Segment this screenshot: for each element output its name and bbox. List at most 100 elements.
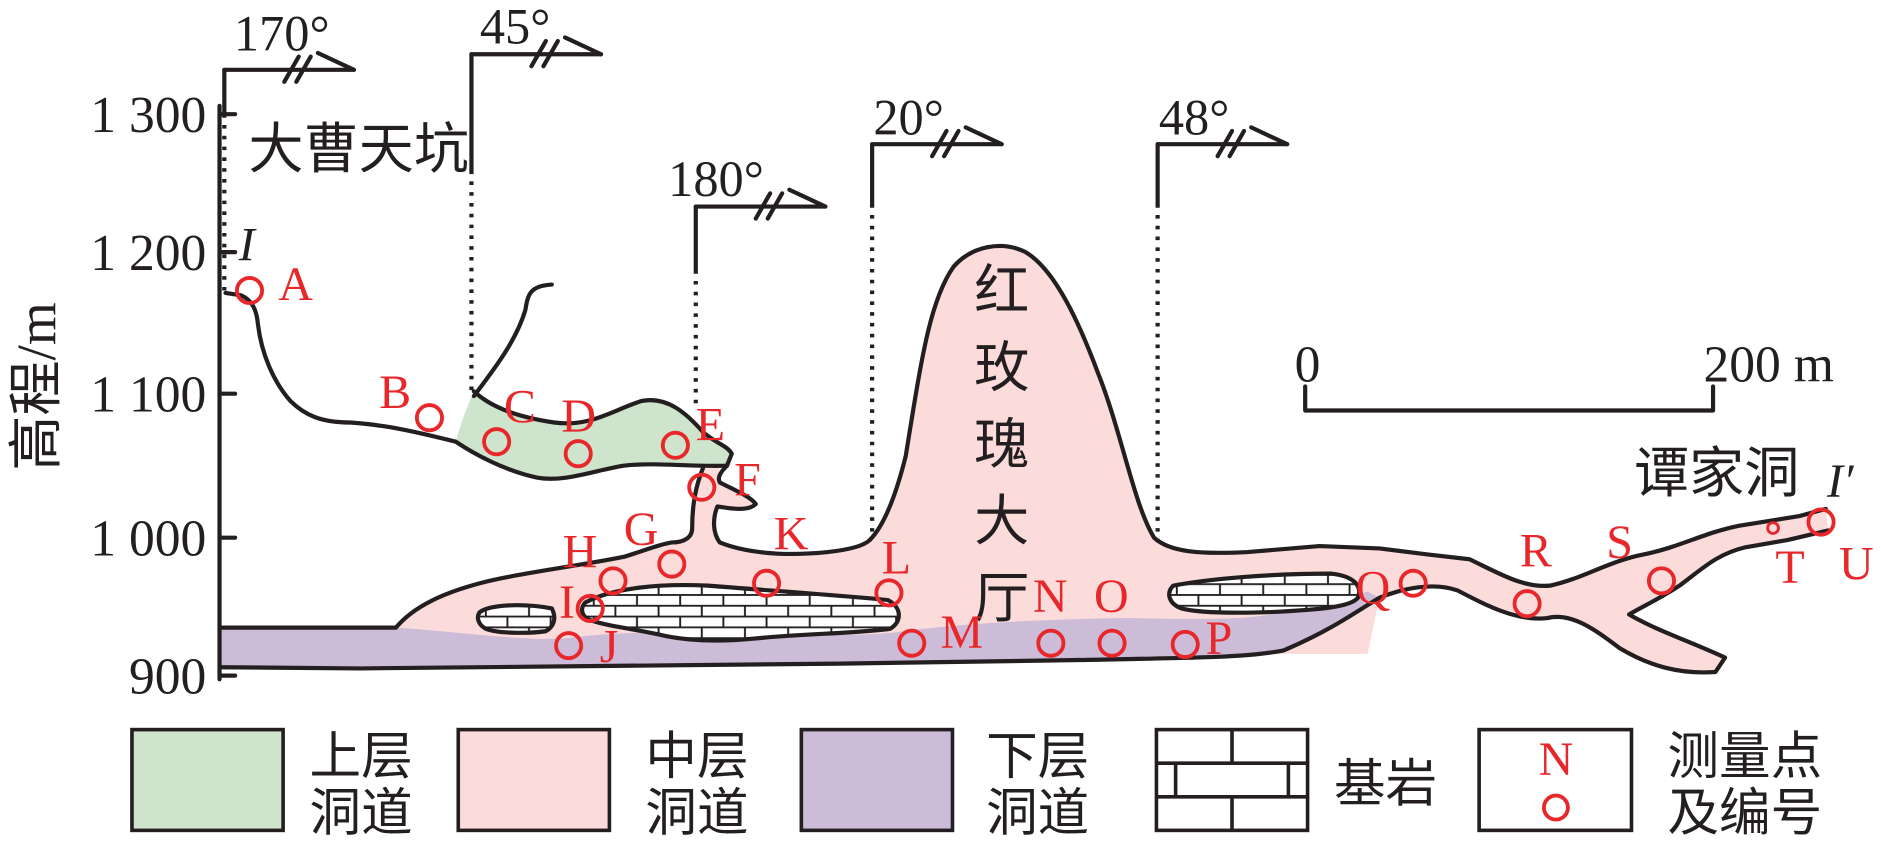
survey-point-circle — [687, 472, 717, 502]
marker-flag — [315, 50, 356, 72]
survey-point-c: C — [482, 381, 536, 457]
survey-point-circle — [575, 593, 605, 623]
hall-name-char: 瑰 — [974, 414, 1029, 475]
legend-item-upper-level: 上层 洞道 — [130, 727, 413, 842]
survey-point-circle — [1766, 521, 1780, 535]
survey-point-label: M — [941, 606, 984, 659]
survey-point-circle — [752, 568, 782, 598]
survey-point-label: K — [774, 508, 809, 561]
survey-point-label: B — [379, 366, 411, 419]
survey-point-label: T — [1775, 541, 1804, 594]
hall-name-char: 厅 — [974, 568, 1029, 629]
upper-passage-roof-outline — [471, 389, 734, 468]
survey-point-n: N — [1033, 570, 1068, 658]
survey-point-t: T — [1766, 521, 1805, 594]
survey-point-circle — [1646, 566, 1676, 596]
survey-point-circle — [554, 631, 584, 661]
survey-point-circle — [657, 549, 687, 579]
scale-bar-line — [1303, 384, 1716, 413]
survey-point-p: P — [1170, 612, 1232, 665]
marker-slash — [930, 128, 961, 159]
legend-swatch-upper — [130, 727, 285, 833]
survey-point-g: G — [624, 503, 687, 579]
legend-label: 测量点 — [1667, 729, 1822, 786]
survey-point-label: I — [559, 576, 575, 629]
survey-point-label: U — [1839, 538, 1874, 591]
legend-label: 及编号 — [1667, 785, 1822, 842]
elevation-axis: 1 300 1 200 1 100 1 000 900 高程/m — [6, 87, 238, 706]
survey-point-label: C — [504, 381, 536, 434]
survey-point-circle — [482, 427, 512, 457]
legend-label: 上层 — [310, 729, 413, 786]
sinkhole-name: 大曹天坑 — [248, 119, 469, 180]
bearing-label: 170° — [234, 6, 330, 62]
survey-point-circle — [1036, 628, 1066, 658]
survey-point-a: A — [235, 258, 313, 311]
bearing-marker: 180° — [668, 151, 828, 406]
legend-survey-symbol-label: N — [1539, 733, 1574, 786]
bearing-marker: 20° — [870, 90, 1004, 538]
survey-point-label: S — [1606, 516, 1633, 569]
marker-flag — [787, 187, 828, 209]
survey-point-label: O — [1094, 570, 1129, 623]
survey-point-u: U — [1806, 507, 1874, 591]
legend-label: 洞道 — [310, 785, 413, 842]
survey-point-label: L — [882, 532, 911, 585]
survey-point-circle — [1512, 589, 1542, 619]
survey-point-label: R — [1520, 524, 1552, 577]
survey-point-circle — [414, 403, 444, 433]
survey-point-circle — [235, 276, 265, 306]
hall-name-char: 大 — [974, 491, 1029, 552]
hall-name-char: 红 — [974, 261, 1029, 322]
survey-point-e: E — [660, 398, 725, 460]
scale-bar-start-label: 0 — [1295, 337, 1321, 394]
middle-level-passage — [395, 246, 1829, 673]
bedrock-block-right — [1167, 571, 1362, 615]
axis-tick-label: 1 100 — [90, 367, 206, 424]
survey-point-circle — [1097, 628, 1127, 658]
cave-name: 谭家洞 — [1634, 443, 1800, 504]
legend-brick-lines — [1156, 729, 1308, 831]
legend-item-bedrock: 基岩 — [1154, 727, 1437, 833]
survey-point-label: A — [278, 258, 313, 311]
marker-slash — [282, 54, 313, 84]
marker-slash — [753, 191, 785, 221]
survey-point-circle — [874, 578, 904, 608]
axis-title: 高程/m — [6, 302, 67, 471]
survey-points: A B C D E F G H I J K L M N O P Q R S T … — [235, 258, 1874, 673]
survey-point-label: G — [624, 503, 659, 556]
survey-point-label: N — [1033, 570, 1068, 623]
lower-level-passage — [219, 591, 1380, 669]
scale-bar: 0 200 m — [1295, 337, 1834, 413]
axis-tick-label: 900 — [129, 649, 206, 706]
axis-tick-label: 1 200 — [90, 225, 206, 282]
survey-point-s: S — [1606, 516, 1676, 596]
legend-item-middle-level: 中层 洞道 — [456, 727, 749, 842]
hall-name-char: 玫 — [974, 338, 1029, 399]
survey-point-circle — [563, 439, 593, 469]
legend-label: 洞道 — [645, 785, 748, 842]
bedrock-block-center — [580, 582, 901, 643]
bearing-label: 45° — [480, 0, 551, 54]
bedrock-block-left — [475, 603, 557, 635]
axis-tick-label: 1 300 — [90, 87, 206, 144]
survey-point-j: J — [554, 620, 619, 673]
survey-point-circle — [598, 566, 628, 596]
marker-slash — [529, 38, 560, 69]
marker-flag — [1249, 125, 1290, 147]
bearing-marker: 170° — [222, 6, 356, 291]
survey-point-f: F — [687, 454, 761, 507]
survey-point-i: I — [559, 576, 605, 629]
legend-swatch-survey-point — [1477, 727, 1634, 833]
bearing-marker: 45° — [469, 0, 604, 391]
survey-point-label: H — [563, 526, 598, 579]
bearing-label: 48° — [1159, 90, 1230, 146]
upper-passage-floor-outline — [223, 290, 730, 481]
shaft-left-wall-outline — [217, 465, 706, 630]
survey-point-label: J — [600, 620, 619, 673]
survey-point-circle — [660, 430, 690, 460]
survey-point-label: Q — [1356, 562, 1391, 615]
survey-point-h: H — [563, 526, 628, 596]
bearing-marker: 48° — [1155, 90, 1290, 541]
